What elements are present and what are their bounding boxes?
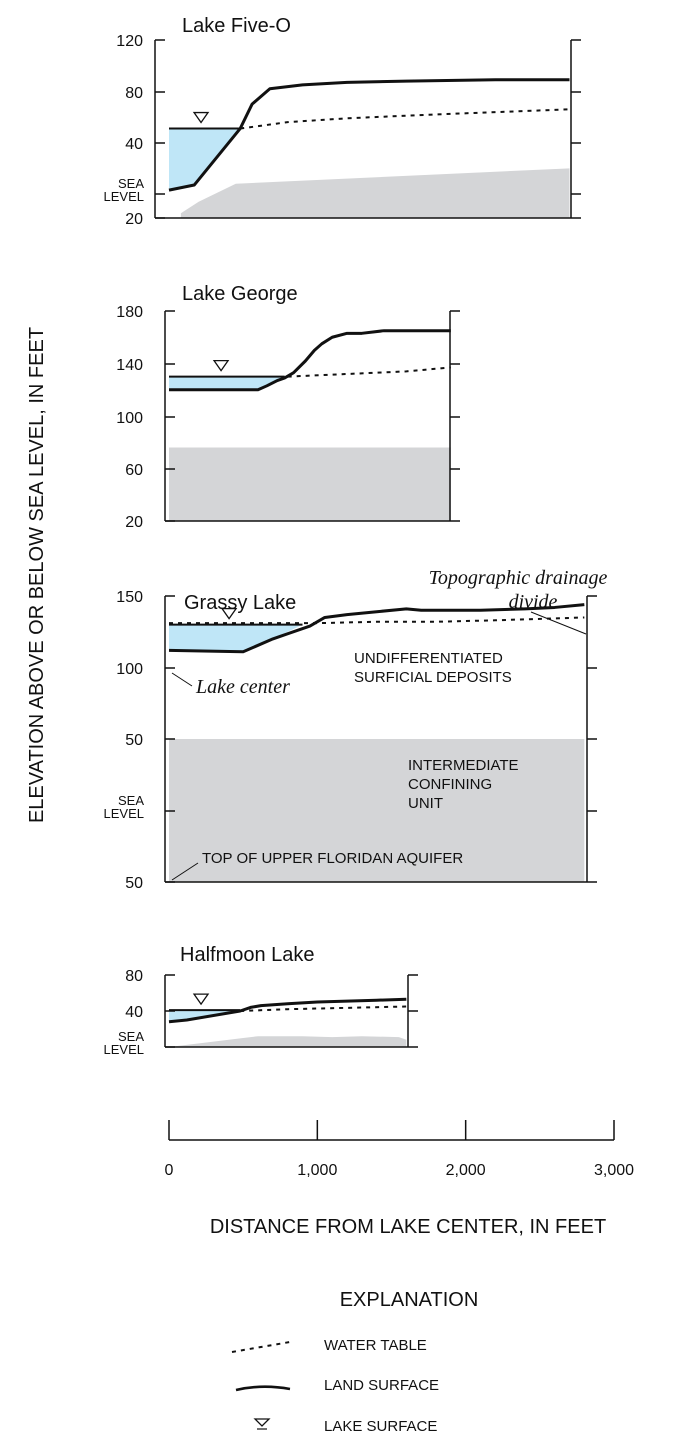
lake-surface-icon	[220, 607, 238, 620]
surficial-deposits-label: UNDIFFERENTIATED	[354, 650, 503, 667]
confining-unit-area	[180, 168, 570, 218]
floridan-aquifer-leader	[171, 862, 199, 881]
confining-unit-area	[169, 447, 451, 521]
x-tick-label: 1,000	[297, 1162, 337, 1179]
lake-surface-icon	[192, 111, 210, 124]
lake-center-label: Lake center	[195, 676, 290, 698]
panel-2: 20 60 100 140 180 Lake George	[116, 283, 460, 531]
topographic-divide-label: divide	[509, 591, 558, 613]
confining-unit-label: UNIT	[408, 795, 443, 812]
y-tick-label: 40	[125, 1004, 143, 1021]
lake-surface-icon	[192, 993, 210, 1006]
y-tick-label: LEVEL	[104, 806, 144, 821]
topographic-divide-label: Topographic drainage	[429, 567, 608, 589]
confining-unit-area	[169, 739, 585, 882]
topographic-divide-leader	[530, 611, 587, 635]
surficial-deposits-label: SURFICIAL DEPOSITS	[354, 669, 512, 686]
y-tick-label: 180	[116, 304, 143, 321]
confining-unit-area	[169, 1036, 407, 1047]
lake-surface-icon	[253, 1418, 271, 1430]
floridan-aquifer-label: TOP OF UPPER FLORIDAN AQUIFER	[202, 850, 463, 867]
legend-land-surface-label: LAND SURFACE	[324, 1377, 439, 1394]
x-tick-label: 0	[165, 1162, 174, 1179]
water-table-line	[287, 366, 451, 378]
y-tick-label: 80	[125, 968, 143, 985]
y-tick-label: LEVEL	[104, 189, 144, 204]
lake-water-area	[169, 376, 285, 390]
y-tick-label: 20	[125, 514, 143, 531]
panel-title: Grassy Lake	[184, 592, 296, 614]
land-surface-line	[168, 997, 407, 1024]
panel-title: Lake George	[182, 283, 298, 305]
lake-water-area	[169, 624, 303, 652]
panel-title: Lake Five-O	[182, 15, 291, 37]
legend-water-table-label: WATER TABLE	[324, 1337, 427, 1354]
water-table-line	[240, 108, 570, 130]
y-tick-label: SEA	[118, 793, 144, 808]
y-tick-label: LEVEL	[104, 1042, 144, 1057]
x-axis: 0 1,000 2,000 3,000	[165, 1120, 634, 1179]
y-axis-label: ELEVATION ABOVE OR BELOW SEA LEVEL, IN F…	[26, 327, 48, 823]
y-tick-label: 150	[116, 589, 143, 606]
panel-title: Halfmoon Lake	[180, 944, 315, 966]
land-surface-line	[169, 329, 451, 392]
x-tick-label: 3,000	[594, 1162, 634, 1179]
y-tick-label: 40	[125, 136, 143, 153]
y-tick-label: SEA	[118, 1029, 144, 1044]
confining-unit-label: INTERMEDIATE	[408, 757, 519, 774]
water-table-line	[240, 1005, 407, 1012]
y-tick-label: SEA	[118, 176, 144, 191]
explanation-heading: EXPLANATION	[340, 1289, 479, 1311]
lake-center-leader	[171, 672, 193, 687]
x-tick-label: 2,000	[446, 1162, 486, 1179]
confining-unit-label: CONFINING	[408, 776, 492, 793]
y-tick-label: 20	[125, 211, 143, 228]
y-tick-label: 60	[125, 462, 143, 479]
y-tick-label: 120	[116, 33, 143, 50]
legend-lake-surface-label: LAKE SURFACE	[324, 1418, 437, 1435]
y-tick-label: 80	[125, 85, 143, 102]
lake-water-area	[169, 128, 241, 191]
y-tick-label: 100	[116, 410, 143, 427]
land-surface-line	[168, 603, 585, 654]
land-surface-line	[168, 78, 570, 192]
water-table-line	[169, 616, 585, 625]
y-tick-label: 100	[116, 661, 143, 678]
x-axis-label: DISTANCE FROM LAKE CENTER, IN FEET	[210, 1216, 606, 1238]
y-tick-label: 50	[125, 732, 143, 749]
y-tick-label: 140	[116, 357, 143, 374]
lake-surface-icon	[212, 359, 230, 372]
y-tick-label: 50	[125, 875, 143, 892]
water-table-legend-symbol	[231, 1341, 291, 1353]
land-surface-legend-symbol	[235, 1385, 291, 1392]
